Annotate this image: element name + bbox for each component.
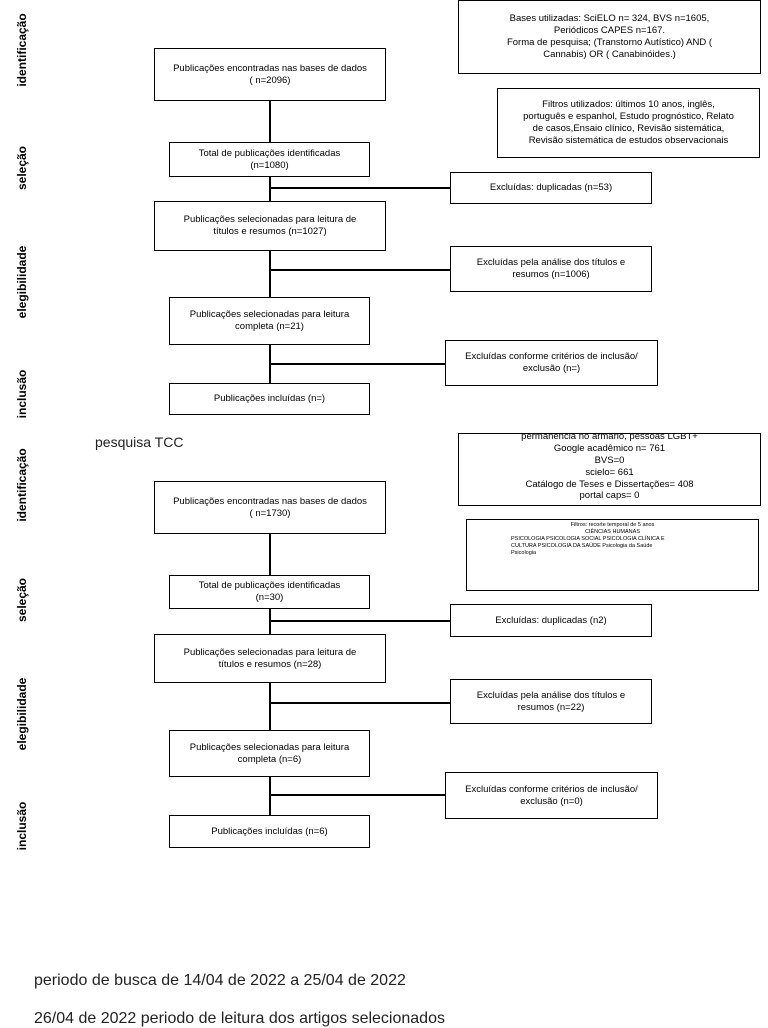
stage-label-elegibilidade: elegibilidade <box>15 677 29 751</box>
databases-line: Periódicos CAPES n=167. <box>553 25 666 37</box>
total-count: (n=1080) <box>250 159 289 171</box>
connector <box>269 187 451 189</box>
excluded-duplicates-label: Excluídas: duplicadas (n2) <box>495 614 607 626</box>
selected-full-text-count: completa (n=21) <box>235 321 304 332</box>
filters-line: de casos,Ensaio clínico, Revisão sistemá… <box>532 123 725 134</box>
filters-line: Filtros utilizados: últimos 10 anos, ing… <box>542 99 715 111</box>
excluded-titles-count: resumos (n=1006) <box>512 269 590 280</box>
excluded-criteria-count: exclusão (n=0) <box>520 795 583 807</box>
search-period-note: periodo de busca de 14/04 de 2022 a 25/0… <box>34 972 406 989</box>
filters-box: Filtros utilizados: últimos 10 anos, ing… <box>497 88 760 158</box>
included-box: Publicações incluídas (n=6) <box>169 815 370 848</box>
included-label: Publicações incluídas (n=6) <box>211 825 328 837</box>
selected-titles-box: Publicações selecionadas para leitura de… <box>154 634 386 683</box>
filters-box: Filtros: recorte temporal de 5 anos CIÊN… <box>466 519 759 591</box>
excluded-criteria-count: exclusão (n=) <box>522 363 581 374</box>
connector <box>269 776 271 816</box>
selected-titles-box: Publicações selecionadas para leitura de… <box>154 201 386 251</box>
connector <box>269 533 271 576</box>
databases-line: Google acadêmico n= 761 <box>553 442 666 454</box>
databases-line: BVS=0 <box>594 454 625 466</box>
connector <box>269 269 451 271</box>
excluded-criteria-label: Excluídas conforme critérios de inclusão… <box>465 351 638 363</box>
connector <box>269 250 271 298</box>
filters-line: Revisão sistemática de estudos observaci… <box>528 134 729 146</box>
stage-label-identificacao: identificação <box>15 13 29 87</box>
excluded-titles-label: Excluídas pela análise dos títulos e <box>476 689 626 701</box>
found-count: ( n=1730) <box>249 507 291 519</box>
databases-box: permanencia no armário, pessoas LGBT+ Go… <box>458 433 761 506</box>
databases-line: Bases utilizadas: SciELO n= 324, BVS n=1… <box>509 13 710 25</box>
total-identified-box: Total de publicações identificadas (n=10… <box>169 142 370 177</box>
stage-label-elegibilidade: elegibilidade <box>15 245 29 319</box>
excluded-duplicates-box: Excluídas: duplicadas (n2) <box>450 604 652 637</box>
excluded-criteria-box: Excluídas conforme critérios de inclusão… <box>445 772 658 819</box>
total-identified-box: Total de publicações identificadas (n=30… <box>169 575 370 609</box>
excluded-titles-box: Excluídas pela análise dos títulos e res… <box>450 679 652 724</box>
stage-label-selecao: seleção <box>15 577 29 623</box>
filters-line: PSICOLOGIA PSICOLOGIA SOCIAL PSICOLOGIA … <box>511 535 665 542</box>
selected-titles-label: Publicações selecionadas para leitura de <box>183 214 357 226</box>
excluded-titles-count: resumos (n=22) <box>517 701 585 713</box>
databases-line: portal caps= 0 <box>579 490 640 502</box>
total-count: (n=30) <box>255 592 284 603</box>
flow2-title: pesquisa TCC <box>95 434 184 450</box>
connector <box>269 175 271 202</box>
selected-full-text-box: Publicações selecionadas para leitura co… <box>169 730 370 777</box>
databases-line: scielo= 661 <box>585 466 634 478</box>
selected-full-text-count: completa (n=6) <box>237 753 302 765</box>
filters-line: CULTURA PSICOLOGIA DA SAÚDE Psicologia d… <box>511 542 653 549</box>
databases-box: Bases utilizadas: SciELO n= 324, BVS n=1… <box>458 0 761 74</box>
selected-titles-count: títulos e resumos (n=28) <box>218 658 322 670</box>
stage-label-inclusao: inclusão <box>15 801 29 851</box>
excluded-titles-label: Excluídas pela análise dos títulos e <box>476 257 626 269</box>
reading-period-note: 26/04 de 2022 periodo de leitura dos art… <box>34 1010 445 1027</box>
filters-line: português e espanhol, Estudo prognóstico… <box>523 111 734 123</box>
connector <box>269 607 271 637</box>
stage-label-inclusao: inclusão <box>15 369 29 419</box>
stage-label-identificacao: identificação <box>15 448 29 522</box>
connector <box>269 100 271 143</box>
excluded-duplicates-label: Excluídas: duplicadas (n=53) <box>489 182 613 194</box>
connector <box>269 620 451 622</box>
selected-full-text-box: Publicações selecionadas para leitura co… <box>169 297 370 345</box>
stage-label-selecao: seleção <box>15 145 29 191</box>
databases-line: Forma de pesquisa; (Transtorno Autístico… <box>506 37 713 48</box>
databases-line: permanencia no armário, pessoas LGBT+ <box>521 433 698 442</box>
found-publications-box: Publicações encontradas nas bases de dad… <box>154 48 386 101</box>
included-label: Publicações incluídas (n=) <box>213 393 326 405</box>
included-box: Publicações incluídas (n=) <box>169 383 370 415</box>
found-label: Publicações encontradas nas bases de dad… <box>173 495 367 507</box>
connector <box>269 363 446 365</box>
found-count: ( n=2096) <box>249 74 291 86</box>
excluded-criteria-label: Excluídas conforme critérios de inclusão… <box>465 783 638 795</box>
selected-titles-label: Publicações selecionadas para leitura de <box>183 646 357 658</box>
connector <box>269 682 271 730</box>
filters-line: CIÊNCIAS HUMANAS <box>584 528 640 535</box>
selected-full-text-label: Publicações selecionadas para leitura <box>189 309 350 321</box>
total-label: Total de publicações identificadas <box>198 580 341 592</box>
filters-line: Filtros: recorte temporal de 5 anos <box>570 522 655 528</box>
connector <box>269 702 451 704</box>
selected-full-text-label: Publicações selecionadas para leitura <box>189 741 350 753</box>
excluded-criteria-box: Excluídas conforme critérios de inclusão… <box>445 340 658 386</box>
excluded-duplicates-box: Excluídas: duplicadas (n=53) <box>450 172 652 204</box>
selected-titles-count: títulos e resumos (n=1027) <box>213 226 327 237</box>
filters-line: Psicologia <box>511 549 537 556</box>
total-label: Total de publicações identificadas <box>198 147 341 159</box>
databases-line: Catálogo de Teses e Dissertações= 408 <box>525 478 694 490</box>
found-label: Publicações encontradas nas bases de dad… <box>173 62 367 74</box>
found-publications-box: Publicações encontradas nas bases de dad… <box>154 481 386 534</box>
databases-line: Cannabis) OR ( Canabinóides.) <box>543 48 676 60</box>
connector <box>269 794 446 796</box>
excluded-titles-box: Excluídas pela análise dos títulos e res… <box>450 246 652 292</box>
